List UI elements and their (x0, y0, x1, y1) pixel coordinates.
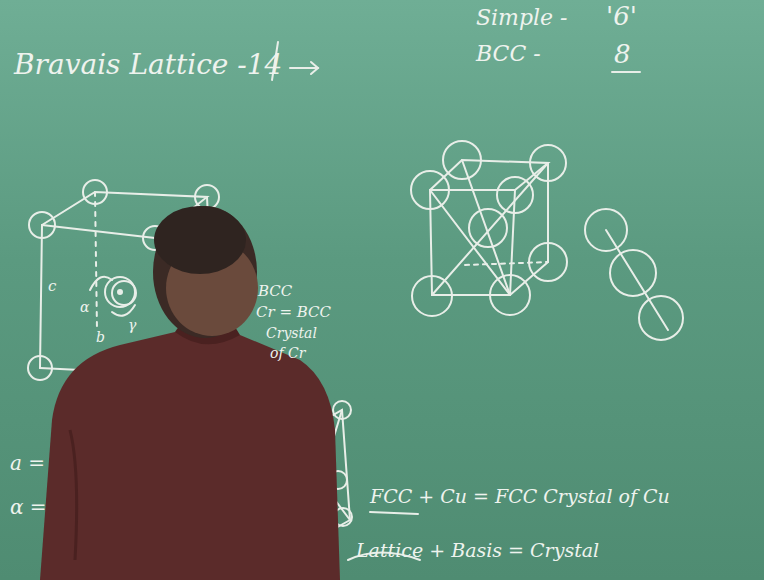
chalk-text: of Cr (270, 346, 305, 361)
chalk-text: γ (128, 318, 136, 333)
chalk-text: Crystal (266, 326, 317, 341)
chalk-text: FCC + Cu = FCC Crystal of Cu (370, 486, 670, 507)
chalk-text: Simple - (476, 6, 568, 30)
chalk-text: a = (10, 452, 45, 474)
chalk-text: c (48, 278, 56, 295)
chalk-text: BCC (258, 283, 292, 300)
chalk-text: α = (10, 496, 47, 518)
chalk-text: Lattice + Basis = Crystal (356, 540, 599, 561)
chalk-text: b (96, 330, 105, 345)
lecturer-figure (40, 206, 340, 580)
chalk-text: Cr = BCC (256, 304, 331, 321)
chalk-text: 8 (614, 40, 631, 69)
chalk-text: α (80, 300, 89, 315)
chalk-text: '6' (606, 2, 637, 31)
chalk-text: Bravais Lattice -14 (14, 50, 282, 81)
chalk-text: BCC - (476, 42, 541, 66)
